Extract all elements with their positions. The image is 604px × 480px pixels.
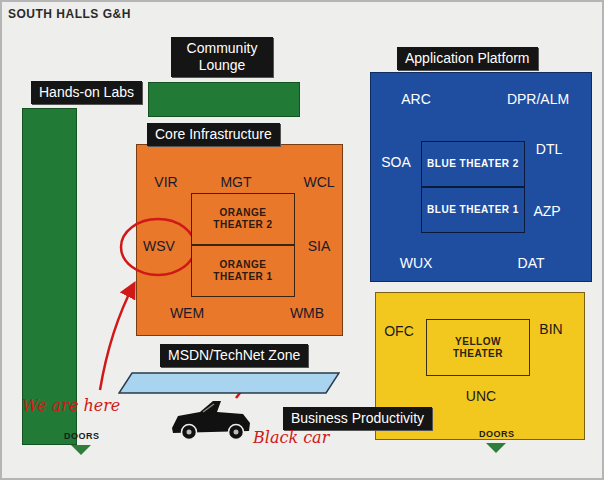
area-heading: Application Platform [397, 47, 538, 70]
booth-code: UNC [466, 388, 496, 404]
theater-name: ORANGE THEATER 1 [192, 257, 294, 285]
annotation-text: Black car [253, 428, 329, 447]
booth-code: ARC [401, 91, 431, 107]
door-marker [486, 443, 506, 453]
booth-code: VIR [154, 174, 177, 190]
booth-code: SOA [381, 154, 411, 170]
booth-code: DTL [536, 141, 562, 157]
theater-name: ORANGE THEATER 2 [192, 205, 294, 233]
booth-code: OFC [384, 323, 414, 339]
door-marker [71, 445, 91, 455]
theater-name: BLUE THEATER 2 [423, 156, 523, 172]
area-box: Business ProductivityOFCBINUNCYELLOW THE… [375, 292, 585, 440]
booth-code: WSV [143, 238, 175, 254]
booth-code: MGT [220, 174, 251, 190]
theater-name: BLUE THEATER 1 [423, 202, 523, 218]
theater-box: BLUE THEATER 2 [421, 141, 525, 187]
door-label: DOORS [64, 431, 100, 441]
area-box: Hands-on Labs [22, 108, 77, 445]
booth-code: WMB [290, 305, 324, 321]
booth-code: WCL [303, 174, 334, 190]
annotation-text: We are here [22, 396, 120, 415]
area-box: Application PlatformARCDPR/ALMSOADTLAZPW… [370, 72, 592, 282]
theater-name: YELLOW THEATER [427, 334, 529, 362]
area-heading: Community Lounge [171, 37, 273, 77]
area-box: Community Lounge [148, 82, 300, 117]
area-heading: Business Productivity [283, 407, 432, 430]
booth-code: AZP [533, 203, 560, 219]
booth-code: DPR/ALM [507, 91, 569, 107]
booth-code: WEM [170, 305, 204, 321]
car-illustration [172, 401, 250, 440]
area-heading: MSDN/TechNet Zone [160, 344, 308, 367]
theater-box: YELLOW THEATER [426, 319, 530, 376]
booth-code: SIA [308, 238, 331, 254]
band-shape [118, 372, 340, 394]
area-heading: Hands-on Labs [31, 81, 142, 104]
door-label: DOORS [479, 429, 515, 439]
area-heading: Core Infrastructure [147, 123, 280, 146]
theater-box: ORANGE THEATER 1 [191, 245, 295, 297]
theater-box: ORANGE THEATER 2 [191, 193, 295, 245]
booth-code: BIN [539, 321, 562, 337]
theater-box: BLUE THEATER 1 [421, 187, 525, 233]
booth-code: WUX [400, 255, 433, 271]
booth-code: DAT [518, 255, 545, 271]
map-title: SOUTH HALLS G&H [8, 7, 131, 21]
pointer-arrow [100, 284, 134, 390]
zone-band: MSDN/TechNet Zone [118, 372, 340, 394]
area-box: Core InfrastructureVIRMGTWCLWSVSIAWEMWMB… [136, 144, 343, 336]
